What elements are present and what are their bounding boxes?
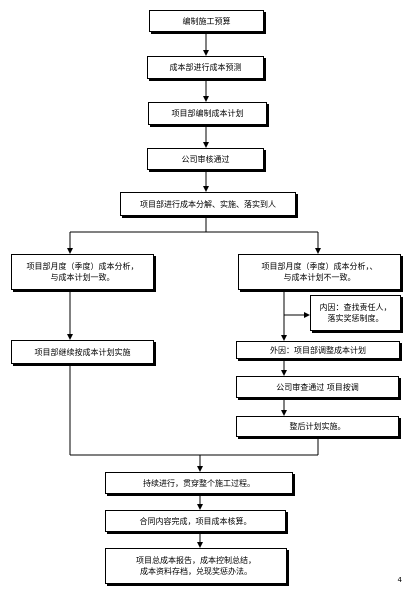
step-2-cost-forecast: 成本部进行成本预测 [147,56,264,79]
step-12-contract-completion: 合同内容完成，项目成本核算。 [105,510,286,532]
step-6-left-analysis-consistent: 项目部月度（季度）成本分析， 与成本计划一致。 [11,254,154,290]
step-3-cost-plan: 项目部编制成本计划 [148,102,267,125]
step-13-final-report: 项目总成本报告，成本控制总结， 成本资料存档，兑现奖惩办法。 [105,548,287,584]
step-7-left-continue-plan: 项目部继续按成本计划实施 [11,340,154,364]
step-5-cost-breakdown: 项目部进行成本分解、实施、落实到人 [120,192,296,216]
step-10-implement-adjusted-plan: 整后计划实施。 [236,416,399,437]
page-number: 4 [397,576,402,584]
step-4-company-approval: 公司审核通过 [147,148,264,170]
step-7-internal-cause: 内因：查找责任人， 落实奖惩制度。 [310,295,401,331]
step-6-right-analysis-inconsistent: 项目部月度（季度）成本分析，、 与成本计划不一致。 [238,254,401,290]
step-11-continuous-process: 持续进行，贯穿整个施工过程。 [105,472,293,494]
step-8-external-cause-adjust: 外因：项目部调整成本计划 [236,341,400,359]
step-9-company-review: 公司审查通过 项目按调 [236,376,399,398]
step-1-construction-budget: 编制施工预算 [149,10,264,32]
